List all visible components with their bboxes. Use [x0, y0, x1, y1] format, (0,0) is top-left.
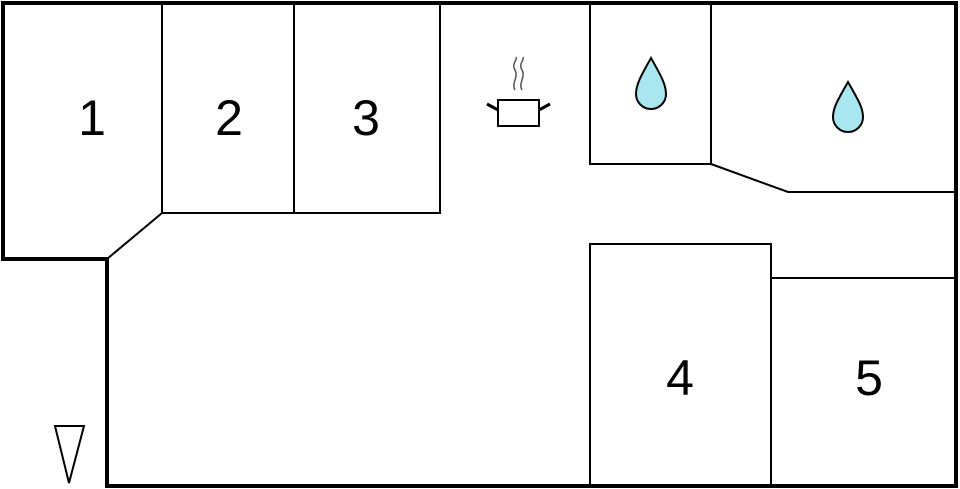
water-drop-icon: [634, 55, 668, 110]
room-5-label: 5: [855, 350, 883, 406]
room-3-label: 3: [352, 90, 380, 146]
room-4-wall: [589, 243, 772, 486]
cooking-pot-icon: [486, 56, 551, 127]
bathroom-2-wall: [710, 163, 956, 193]
water-drop-icon: [831, 79, 865, 133]
room-1-label: 1: [78, 90, 106, 146]
room-2-3-wall: [162, 3, 441, 214]
entrance-triangle-icon: [53, 425, 86, 484]
room-1-wall: [106, 3, 163, 260]
room-4-label: 4: [666, 350, 694, 406]
room-2-label: 2: [215, 90, 243, 146]
bathroom-1-wall: [589, 3, 712, 165]
